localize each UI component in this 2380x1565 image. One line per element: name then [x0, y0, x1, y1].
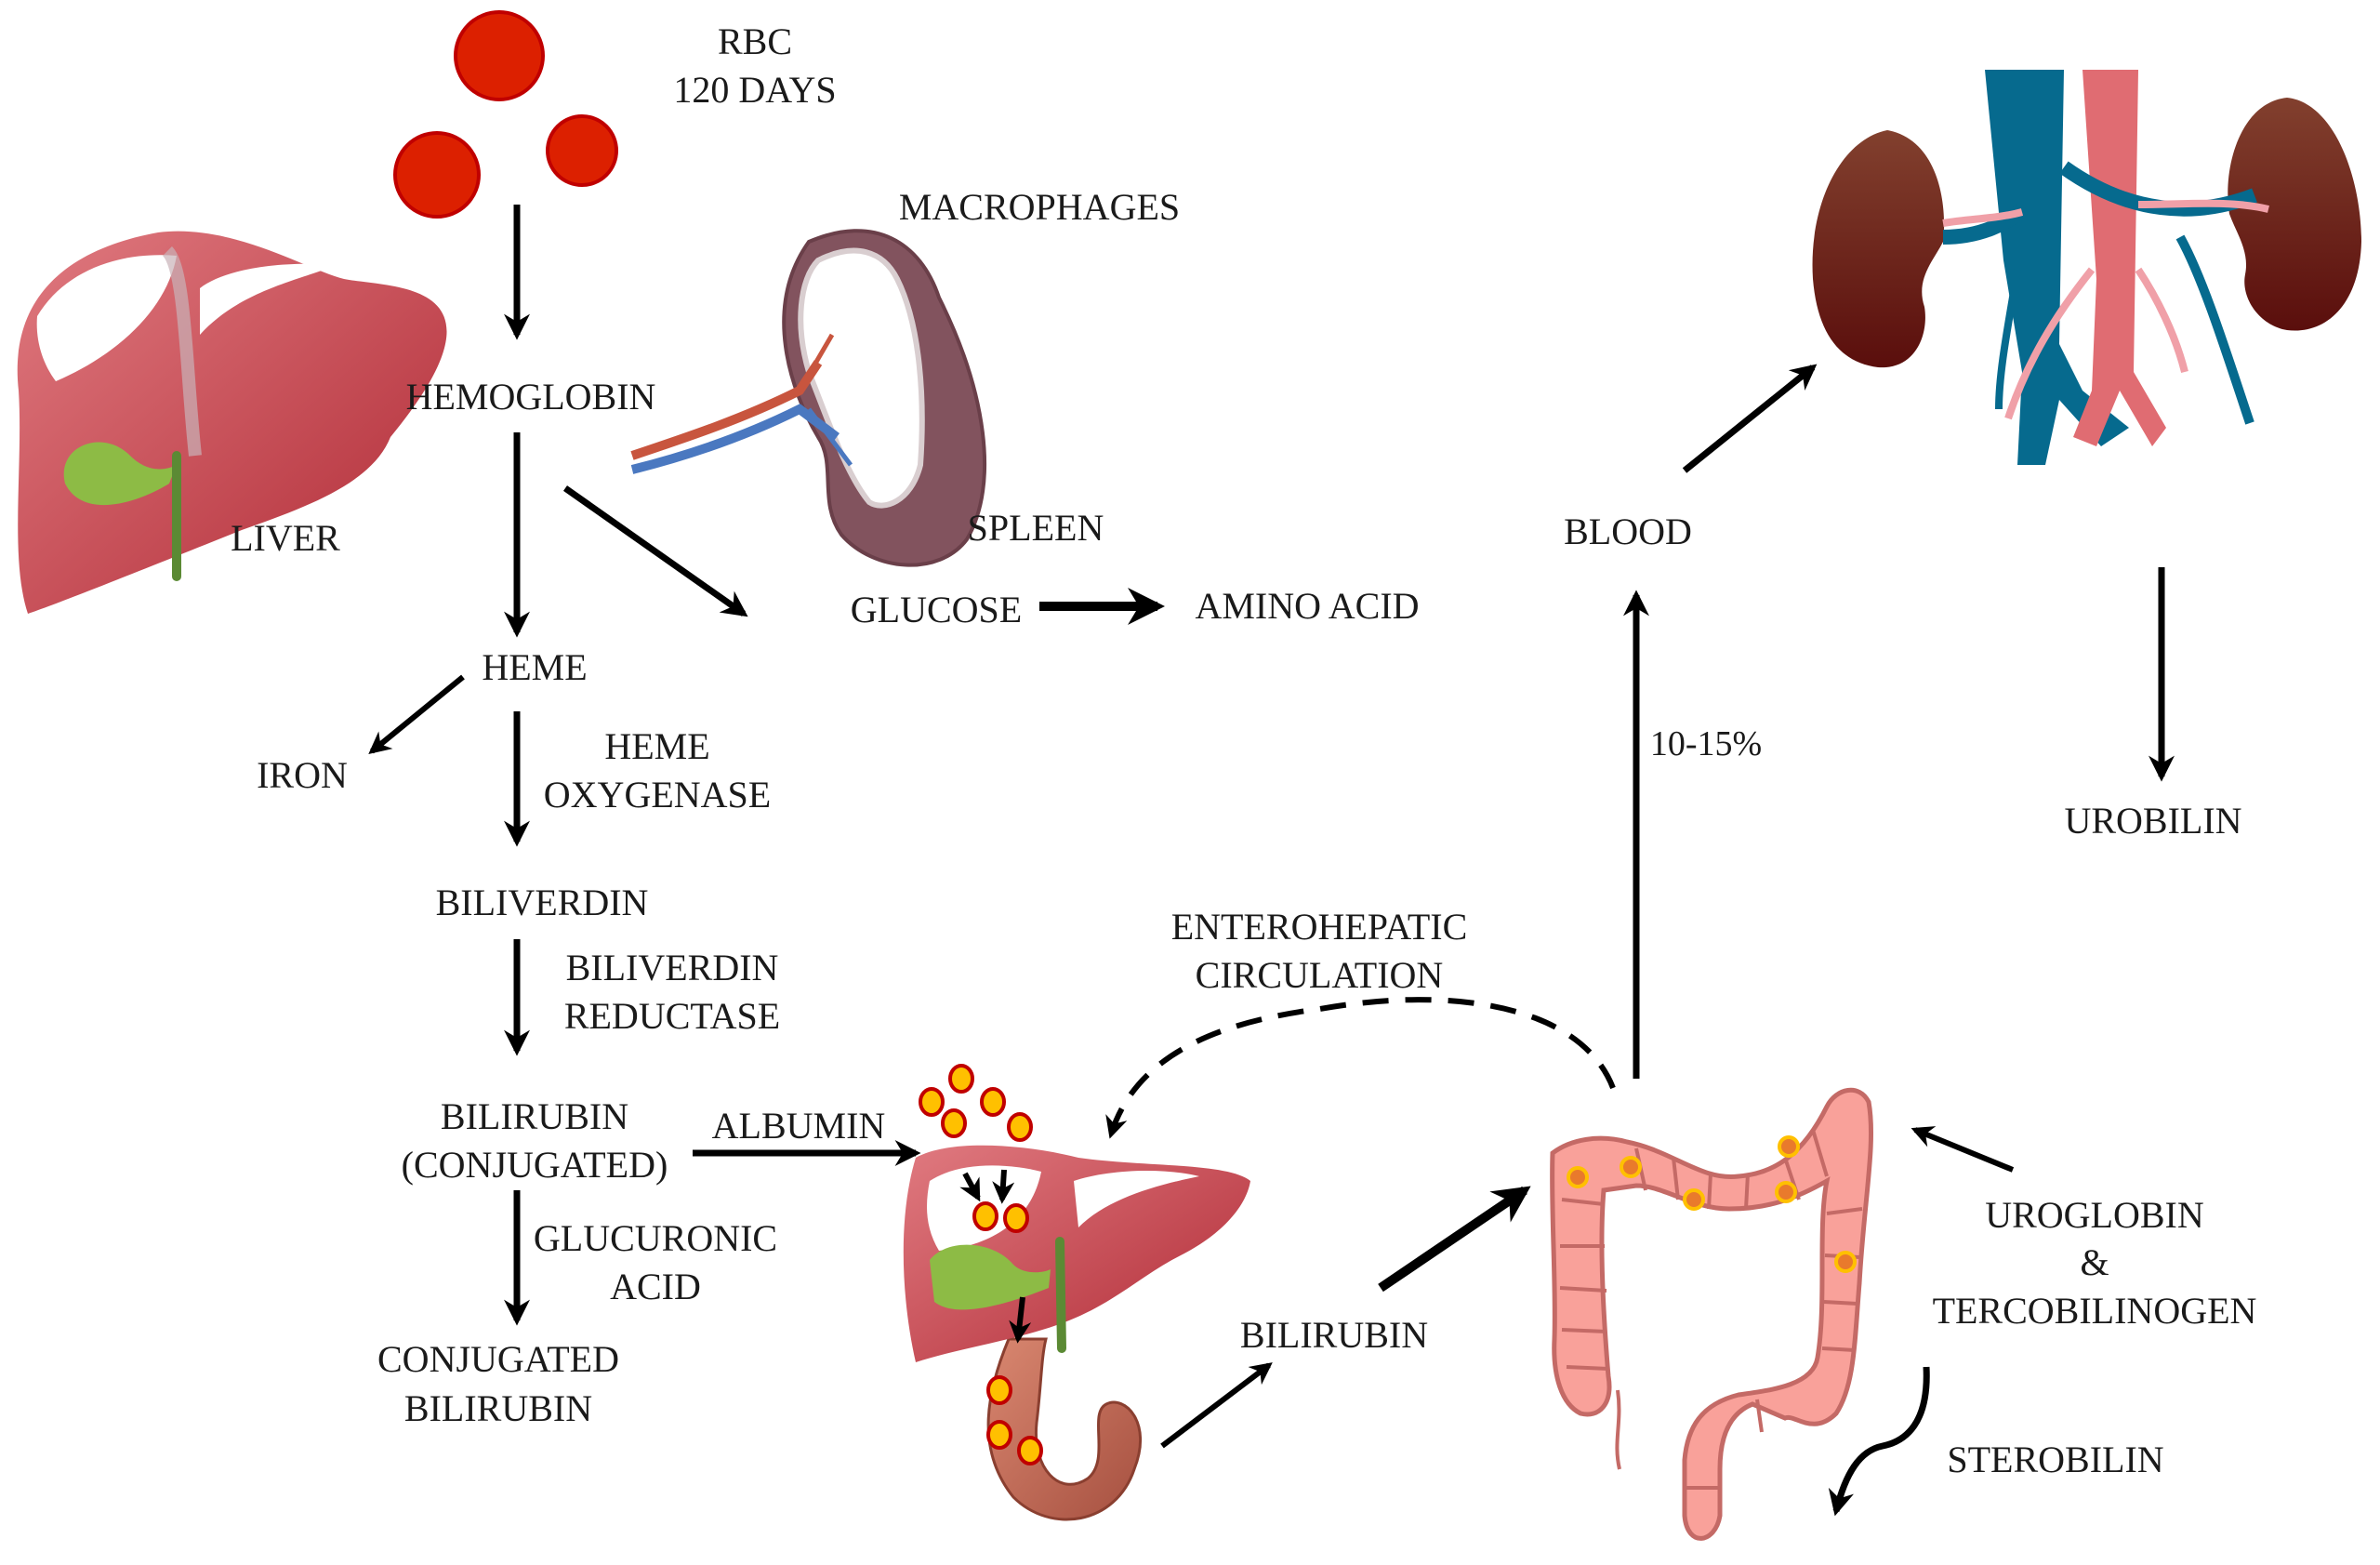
large-intestine-icon [1550, 1087, 1874, 1541]
conjugated-bilirubin-label-line2: BILIRUBIN [404, 1387, 592, 1429]
bilirubin-dot [1003, 1203, 1029, 1233]
bilirubin-dot [1017, 1436, 1043, 1466]
bilirubin-label: BILIRUBIN [1240, 1314, 1428, 1356]
amino-acid-label: AMINO ACID [1195, 585, 1419, 627]
rbc-cell [546, 114, 618, 187]
bilirubin-dot [919, 1087, 945, 1117]
stercobilinogen-dot [1775, 1181, 1797, 1203]
uroglobin-label-line3: TERCOBILINOGEN [1933, 1290, 2257, 1332]
rbc-cell [454, 10, 545, 101]
arrow-hemoglobin-to-glucose [562, 485, 748, 617]
sterobilin-label: STEROBILIN [1947, 1439, 2163, 1480]
uroglobin-label-line2: & [2080, 1241, 2109, 1283]
arrow-bilirubin-to-colon [1378, 1186, 1531, 1293]
liver-icon [17, 231, 447, 614]
rbc-cell [393, 131, 481, 219]
heme-oxygenase-label-line1: HEME [604, 725, 709, 767]
glucuronic-acid-label-line1: GLUCURONIC [534, 1217, 777, 1259]
bilirubin-dot [1007, 1112, 1033, 1142]
stercobilinogen-dot [1683, 1188, 1705, 1211]
red-blood-cells-icon [393, 10, 618, 219]
spleen-icon [630, 229, 987, 567]
bilirubin-conjugated-label-line2: (CONJUGATED) [402, 1144, 668, 1186]
bilirubin-conjugated-label-line1: BILIRUBIN [441, 1095, 628, 1137]
arrow-to-colon-from-uroglobin [1911, 1126, 2015, 1173]
glucuronic-acid-label-line2: ACID [610, 1266, 701, 1307]
hemoglobin-label: HEMOGLOBIN [406, 376, 656, 418]
enterohepatic-label-line1: ENTEROHEPATIC [1171, 906, 1468, 948]
blood-label: BLOOD [1564, 511, 1692, 552]
albumin-label: ALBUMIN [712, 1105, 886, 1147]
liver-label: LIVER [231, 517, 340, 559]
urobilin-label: UROBILIN [2064, 800, 2241, 842]
kidneys-icon [1812, 70, 2361, 465]
liver-duodenum-icon [903, 1145, 1250, 1521]
enterohepatic-label-line2: CIRCULATION [1196, 954, 1444, 996]
iron-label: IRON [257, 754, 348, 796]
bilirubin-dot [972, 1201, 998, 1231]
glucose-label: GLUCOSE [851, 589, 1022, 630]
heme-label: HEME [482, 646, 587, 688]
bilirubin-dot [986, 1420, 1012, 1450]
heme-oxygenase-label-line2: OXYGENASE [544, 774, 771, 816]
stercobilinogen-dot [1834, 1251, 1857, 1273]
enterohepatic-circulation-arrow [1105, 997, 1616, 1139]
rbc-label: RBC [718, 20, 792, 62]
bilirubin-dot [948, 1064, 974, 1094]
biliverdin-reductase-label-line1: BILIVERDIN [566, 947, 779, 988]
spleen-label: SPLEEN [968, 507, 1104, 549]
arrow-heme-to-iron [368, 674, 465, 755]
arrow-blood-to-kidneys [1682, 364, 1818, 473]
stercobilinogen-dot [1620, 1156, 1642, 1178]
conjugated-bilirubin-label-line1: CONJUGATED [377, 1338, 619, 1380]
arrow-to-sterobilin [1828, 1366, 1930, 1517]
bilirubin-dot [941, 1108, 967, 1138]
bilirubin-dots [919, 1064, 1043, 1466]
rbc-lifespan-label: 120 DAYS [673, 69, 836, 111]
stercobilinogen-dot [1567, 1166, 1589, 1188]
biliverdin-label: BILIVERDIN [436, 882, 649, 923]
bilirubin-dot [980, 1087, 1006, 1117]
uroglobin-label-line1: UROGLOBIN [1985, 1194, 2204, 1236]
macrophages-label: MACROPHAGES [899, 186, 1180, 228]
percent-label: 10-15% [1650, 724, 1762, 763]
arrow-duodenum-to-bilirubin [1160, 1362, 1273, 1449]
stercobilinogen-dot [1778, 1135, 1800, 1158]
biliverdin-reductase-label-line2: REDUCTASE [564, 995, 780, 1037]
bilirubin-dot [986, 1375, 1012, 1405]
